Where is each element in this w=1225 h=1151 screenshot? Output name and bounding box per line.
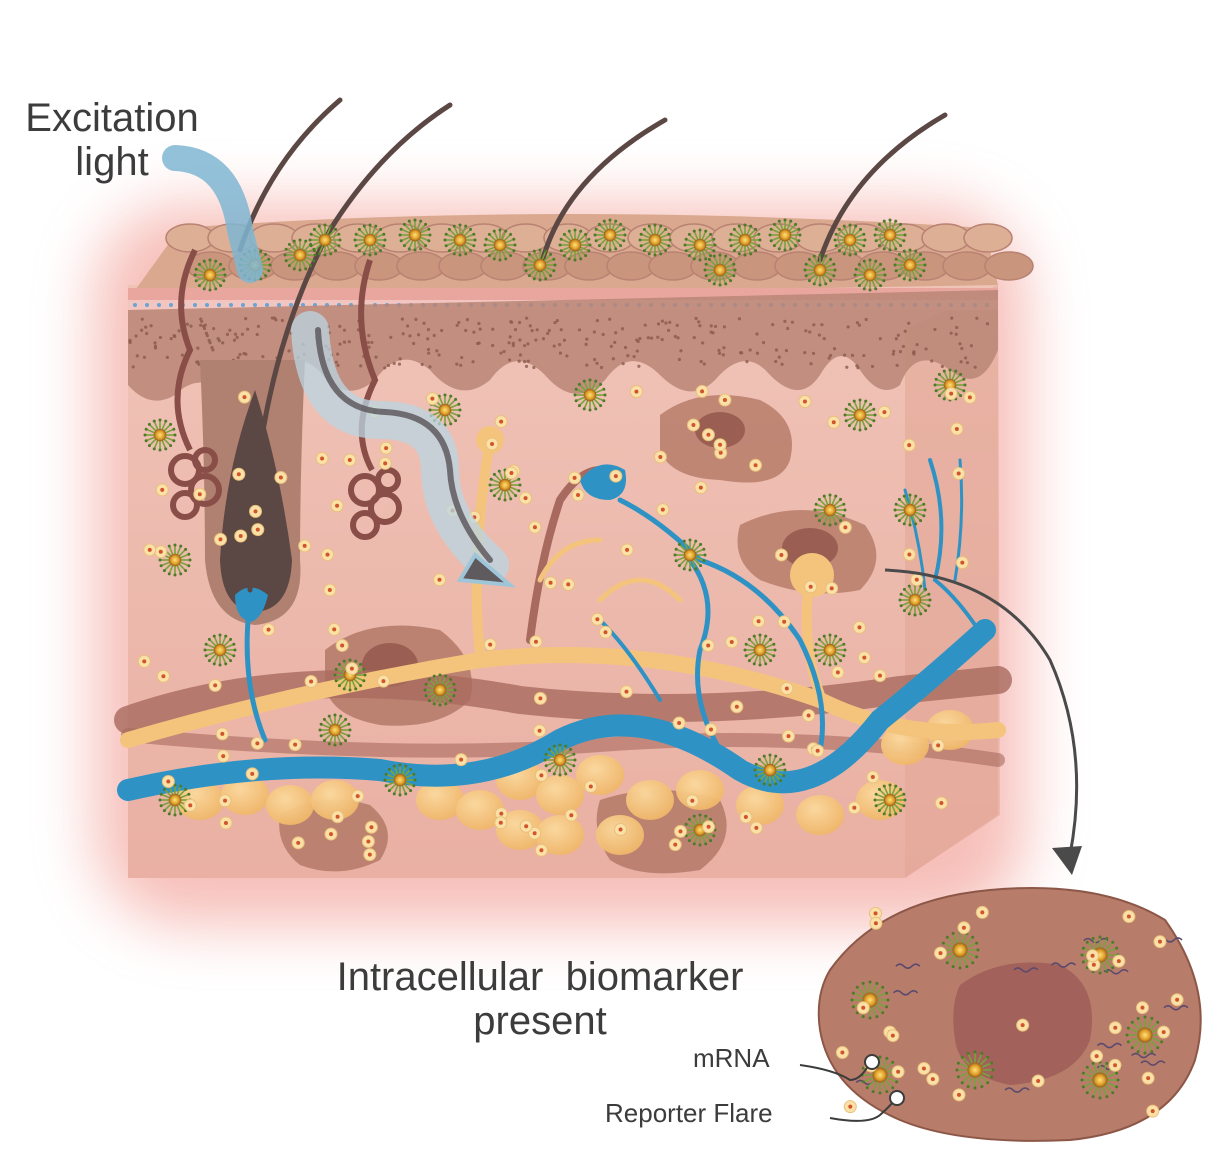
nanoparticle bbox=[159, 784, 192, 817]
nanoparticle bbox=[594, 219, 627, 252]
zoomed-cell bbox=[819, 888, 1201, 1141]
nanoparticle bbox=[744, 634, 777, 667]
nanoparticle bbox=[574, 379, 607, 412]
nanoparticle bbox=[309, 224, 342, 257]
excitation-label-line1: Excitation bbox=[12, 96, 212, 140]
nanoparticle bbox=[544, 744, 577, 777]
nanoparticle bbox=[894, 494, 927, 527]
nanoparticle bbox=[704, 254, 737, 287]
nanoparticle bbox=[834, 224, 867, 257]
nanoparticle bbox=[814, 494, 847, 527]
nanoparticle bbox=[844, 399, 877, 432]
nanoparticle bbox=[354, 224, 387, 257]
nanoparticle bbox=[484, 229, 517, 262]
nanoparticle bbox=[804, 254, 837, 287]
nanoparticle bbox=[854, 259, 887, 292]
nanoparticle bbox=[851, 981, 890, 1020]
mrna-label: mRNA bbox=[693, 1045, 770, 1071]
nanoparticle bbox=[204, 634, 237, 667]
nanoparticle bbox=[284, 239, 317, 272]
nanoparticle bbox=[754, 754, 787, 787]
nanoparticle bbox=[399, 219, 432, 252]
nanoparticle bbox=[894, 249, 927, 282]
nanoparticle bbox=[559, 229, 592, 262]
biomarker-label-line1: Intracellular biomarker bbox=[300, 955, 780, 999]
nanoparticle bbox=[814, 634, 847, 667]
biomarker-label-line2: present bbox=[300, 999, 780, 1043]
nanoparticle bbox=[384, 764, 417, 797]
nanoparticle bbox=[639, 224, 672, 257]
excitation-label-line2: light bbox=[12, 140, 212, 184]
nanoparticle bbox=[319, 714, 352, 747]
nanoparticle bbox=[941, 931, 980, 970]
nanoparticle bbox=[899, 584, 932, 617]
biomarker-label: Intracellular biomarker present bbox=[300, 955, 780, 1043]
reporter-flare-label: Reporter Flare bbox=[605, 1100, 773, 1126]
nanoparticle bbox=[684, 229, 717, 262]
nanoparticle bbox=[729, 224, 762, 257]
nanoparticle bbox=[874, 784, 907, 817]
nanoparticle bbox=[194, 259, 227, 292]
nanoparticle bbox=[769, 219, 802, 252]
excitation-light-label: Excitation light bbox=[12, 96, 212, 184]
nanoparticle bbox=[956, 1051, 995, 1090]
nanoparticle bbox=[524, 249, 557, 282]
nanoparticle bbox=[144, 419, 177, 452]
nanoparticle bbox=[874, 219, 907, 252]
nanoparticle bbox=[444, 224, 477, 257]
nanoparticle bbox=[424, 674, 457, 707]
nanoparticle bbox=[674, 539, 707, 572]
